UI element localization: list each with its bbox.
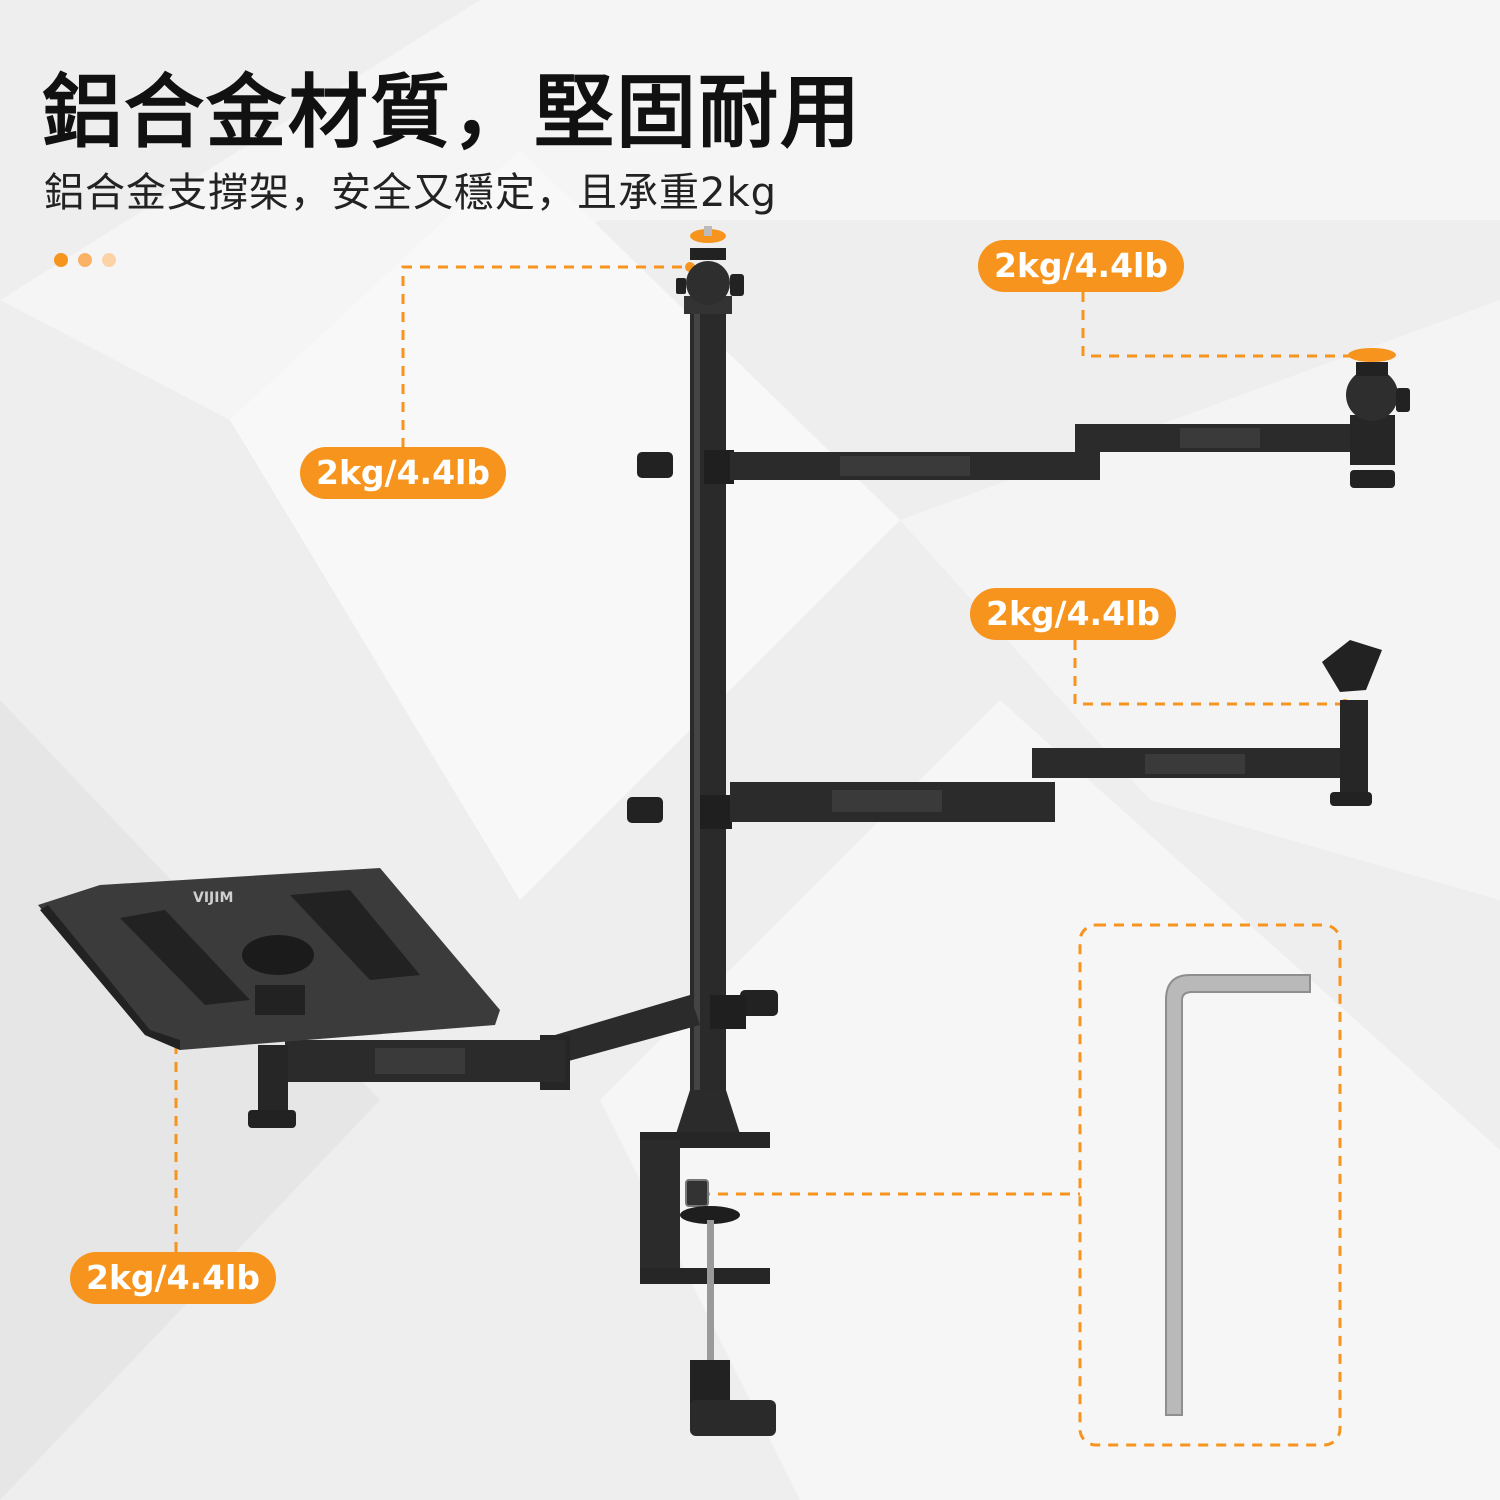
wrench-frame — [1078, 923, 1342, 1447]
mic-arm — [627, 640, 1382, 829]
laptop-arm — [248, 990, 778, 1128]
carousel-dot-3[interactable] — [102, 253, 116, 267]
callout-camera-arm — [1081, 292, 1360, 358]
load-badge-mic-arm: 2kg/4.4lb — [970, 588, 1176, 640]
tray-center-mount — [242, 935, 314, 975]
callout-lines — [174, 265, 1360, 1447]
tray-logo: VIJIM — [193, 890, 233, 906]
hex-key-icon — [1165, 974, 1311, 1416]
mic-clip-icon — [1322, 640, 1382, 692]
laptop-tray: VIJIM — [38, 868, 500, 1050]
carousel-dots — [54, 253, 116, 267]
callout-top-pole — [401, 265, 690, 448]
top-ball-head-icon — [676, 226, 744, 314]
load-badge-top-pole: 2kg/4.4lb — [300, 447, 506, 499]
desk-clamp — [640, 1090, 776, 1436]
load-badge-laptop-tray: 2kg/4.4lb — [70, 1252, 276, 1304]
camera-arm — [637, 348, 1410, 488]
callout-mic-arm — [1073, 640, 1345, 706]
page-subtitle: 鋁合金支撐架，安全又穩定，且承重2kg — [44, 170, 778, 216]
load-badge-camera-arm: 2kg/4.4lb — [978, 240, 1184, 292]
page-title: 鋁合金材質，堅固耐用 — [42, 66, 862, 159]
carousel-dot-2[interactable] — [78, 253, 92, 267]
carousel-dot-1[interactable] — [54, 253, 68, 267]
